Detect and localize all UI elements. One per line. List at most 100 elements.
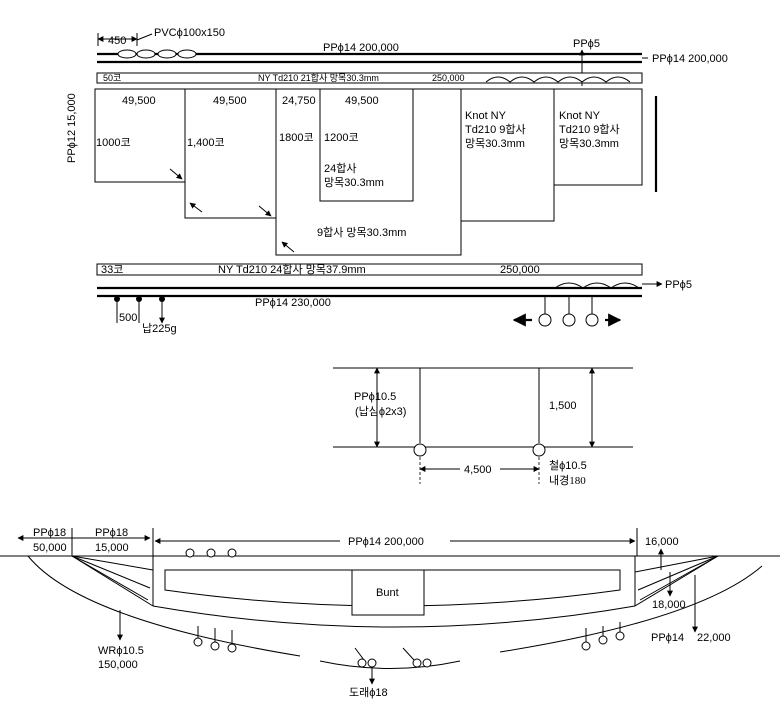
knot-spec-line1: Knot NY [465,110,507,122]
set-ring [210,641,220,651]
detail-ring-line1: 철ϕ10.5 [549,459,587,472]
purse-ring [562,313,576,327]
width-label: 49,500 [213,95,247,107]
sinker [114,296,120,302]
top-selvedge-strip [96,72,643,84]
headrope-label: PPϕ14 200,000 [323,42,399,54]
net-set-view: PPϕ18 50,000 PPϕ18 15,000 PPϕ14 200,000 … [0,527,780,699]
main-rope-label: PPϕ14 200,000 [348,536,424,548]
left-rope2-name: PPϕ18 [95,527,128,539]
detail-spacing-label: 4,500 [464,464,492,476]
bunt-label: Bunt [376,587,399,599]
knot-spec-line3: 망목30.3mm [465,137,525,150]
side-rope-label: PPϕ12 15,000 [66,93,78,163]
left-rope1-name: PPϕ18 [33,527,66,539]
swivel-ring [412,658,422,668]
mesh-count-label: 1200코 [324,132,359,144]
knot-spec-line1: Knot NY [559,110,601,122]
sinker [159,296,165,302]
bunt-bottom-spec: 9합사 망목30.3mm [317,226,406,239]
detail-rope-line1: PPϕ10.5 [354,391,396,403]
knot-spec-line3: 망목30.3mm [559,137,619,150]
width-label: 49,500 [122,95,156,107]
sinker-weight-label: 납225g [142,322,177,335]
set-float [185,548,195,558]
purse-ring [585,313,599,327]
top-purse-ring-lines [485,76,631,83]
ring-line [402,647,415,661]
right-wing-line [634,555,719,573]
float [136,49,156,59]
float [177,49,197,59]
knot-panel-1 [460,88,555,222]
swivel-ring [422,658,432,668]
set-ring [615,631,625,641]
right-wing-line [634,555,719,607]
direction-arrow [258,205,272,217]
float [157,49,177,59]
set-ring [581,641,591,651]
sinker-group [114,296,165,324]
mesh-count-label: 1000코 [96,137,131,149]
wing-panel-2 [184,88,277,219]
ring-label: 도래ϕ18 [349,686,388,699]
width-label: 24,750 [282,95,316,107]
width-label: 49,500 [345,95,379,107]
bottom-selvedge-spec: NY Td210 24합사 망목37.9mm [218,263,366,276]
left-wing-line [71,555,151,589]
ppphi5-bottom-label: PPϕ5 [665,279,692,291]
float-spec-label: PVCϕ100x150 [154,27,225,39]
inner-bunt-panel [319,88,414,202]
detail-height-label: 1,500 [549,400,577,412]
right-length1: 16,000 [645,536,679,548]
direction-arrow [189,202,203,213]
set-float [227,548,237,558]
right-rope-name: PPϕ14 [651,632,684,644]
ppphi5-top-label: PPϕ5 [573,38,600,50]
detail-ring [413,443,427,457]
top-selvedge-spec: NY Td210 21합사 망목30.3mm [258,73,379,83]
float-leader-line [136,33,153,41]
detail-rope-line2: (납심ϕ2x3) [355,405,406,418]
swivel-ring [367,658,377,668]
detail-ring-line2: 내경180 [549,474,586,487]
net-plan: 450 PVCϕ100x150 PPϕ14 200,000 PPϕ14 200,… [66,27,728,335]
float-spacing-label: 450 [108,35,126,47]
set-ring [227,643,237,653]
bottom-selvedge-strip [96,263,643,276]
purse-wire-right [499,565,763,653]
set-ring [598,635,608,645]
purse-wire-center [319,660,461,669]
bottom-selvedge-length: 250,000 [500,264,540,276]
inner-spec-line1: 24합사 [324,162,356,175]
top-selvedge-length: 250,000 [432,73,465,83]
knot-spec-line2: Td210 9합사 [465,123,526,136]
sinker-spacing-label: 500 [119,312,137,324]
right-rope-label: PPϕ14 200,000 [652,53,728,65]
purse-ring-bridles [554,282,640,289]
float-row [117,49,197,59]
wire-length: 150,000 [98,659,138,671]
footrope-label: PPϕ14 230,000 [255,297,331,309]
purse-ring-group [512,296,622,327]
left-wing-line [71,555,154,607]
right-length2: 18,000 [652,599,686,611]
float [117,49,137,59]
inner-spec-line2: 망목30.3mm [324,176,384,189]
ring-detail: PPϕ10.5 (납심ϕ2x3) 1,500 4,500 철ϕ10.5 내경18… [333,367,633,487]
purse-ring [538,313,552,327]
net-bottom-curve [152,605,636,628]
set-ring [193,637,203,647]
direction-arrow [169,168,183,180]
detail-ring [532,443,546,457]
knot-spec-line2: Td210 9합사 [559,123,620,136]
bottom-selvedge-mesh: 33코 [101,264,123,276]
top-selvedge-mesh: 50코 [103,73,121,83]
purse-wire-left [27,555,301,657]
bunt-box [351,569,425,616]
knot-panel-2 [553,88,643,186]
direction-arrow [281,241,295,253]
set-float [206,548,216,558]
left-wing-line [71,555,154,571]
